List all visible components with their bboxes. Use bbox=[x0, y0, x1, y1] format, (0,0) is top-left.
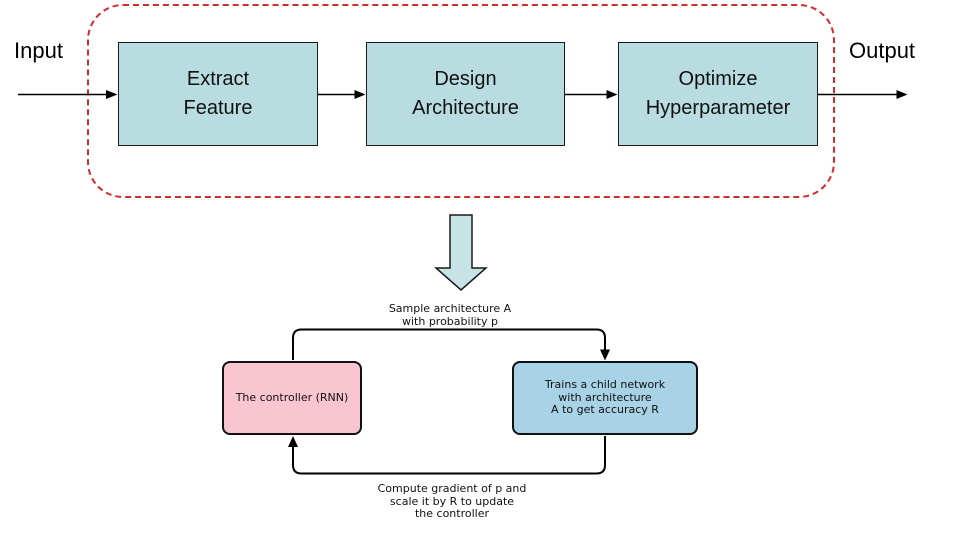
stage-label-line: Design bbox=[434, 68, 497, 90]
child-label-line: Trains a child network bbox=[544, 378, 666, 392]
sample-architecture-arrow bbox=[292, 328, 610, 361]
caption-line: with probability p bbox=[401, 314, 498, 328]
caption-line: Compute gradient of p and bbox=[377, 482, 527, 495]
stage-label-line: Optimize bbox=[678, 68, 758, 90]
stage-box-extract-feature: Extract Feature bbox=[118, 42, 318, 146]
controller-label: The controller (RNN) bbox=[235, 390, 349, 404]
stage-box-optimize-hyperparameter: Optimize Hyperparameter bbox=[618, 42, 818, 146]
child-label-line: with architecture bbox=[558, 390, 652, 404]
block-down-arrow bbox=[434, 214, 488, 291]
stage-label-line: Feature bbox=[183, 97, 253, 119]
pipeline-dashed-frame bbox=[87, 4, 835, 198]
caption-line: Sample architecture A bbox=[388, 302, 512, 315]
gradient-update-caption: Compute gradient of p and scale it by R … bbox=[332, 482, 572, 521]
gradient-feedback-arrow bbox=[288, 436, 606, 475]
stage-label-line: Hyperparameter bbox=[645, 97, 791, 119]
output-label: Output bbox=[849, 38, 916, 63]
controller-rnn-box: The controller (RNN) bbox=[222, 361, 362, 435]
child-network-box: Trains a child network with architecture… bbox=[512, 361, 698, 435]
sample-architecture-caption: Sample architecture A with probability p bbox=[330, 302, 570, 328]
stage-label-line: Extract bbox=[186, 68, 250, 90]
stage-label-line: Architecture bbox=[412, 97, 519, 119]
stage-box-design-architecture: Design Architecture bbox=[366, 42, 565, 146]
caption-line: scale it by R to update bbox=[389, 494, 515, 508]
child-label-line: A to get accuracy R bbox=[551, 403, 659, 417]
input-label: Input bbox=[14, 38, 63, 63]
caption-line: the controller bbox=[414, 507, 490, 520]
